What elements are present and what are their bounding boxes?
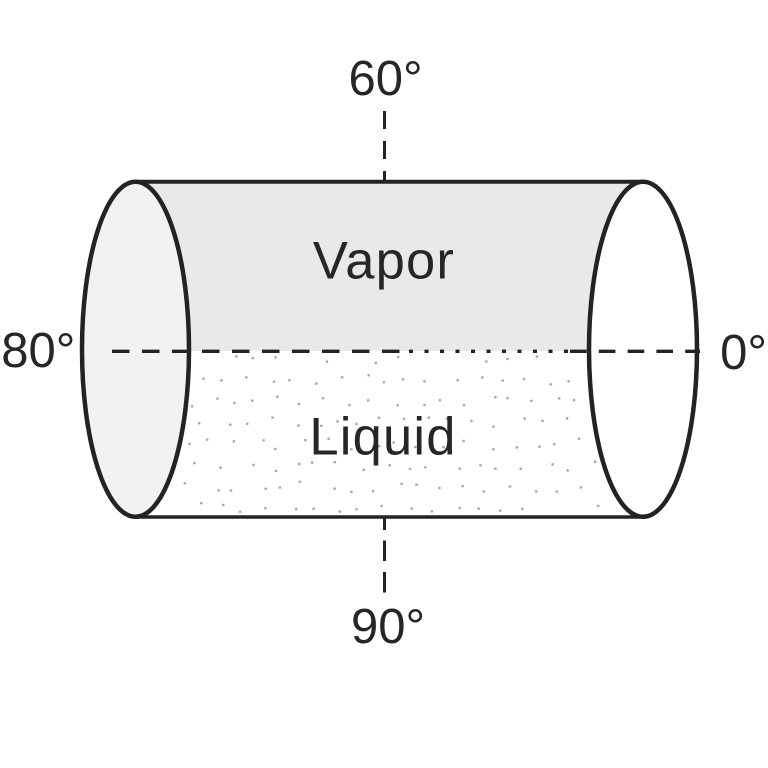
svg-text:90°: 90° (351, 600, 425, 654)
svg-text:60°: 60° (348, 52, 422, 106)
svg-text:Liquid: Liquid (309, 408, 456, 467)
svg-text:0°: 0° (720, 326, 767, 380)
svg-text:Vapor: Vapor (313, 232, 455, 291)
svg-text:80°: 80° (1, 324, 75, 378)
